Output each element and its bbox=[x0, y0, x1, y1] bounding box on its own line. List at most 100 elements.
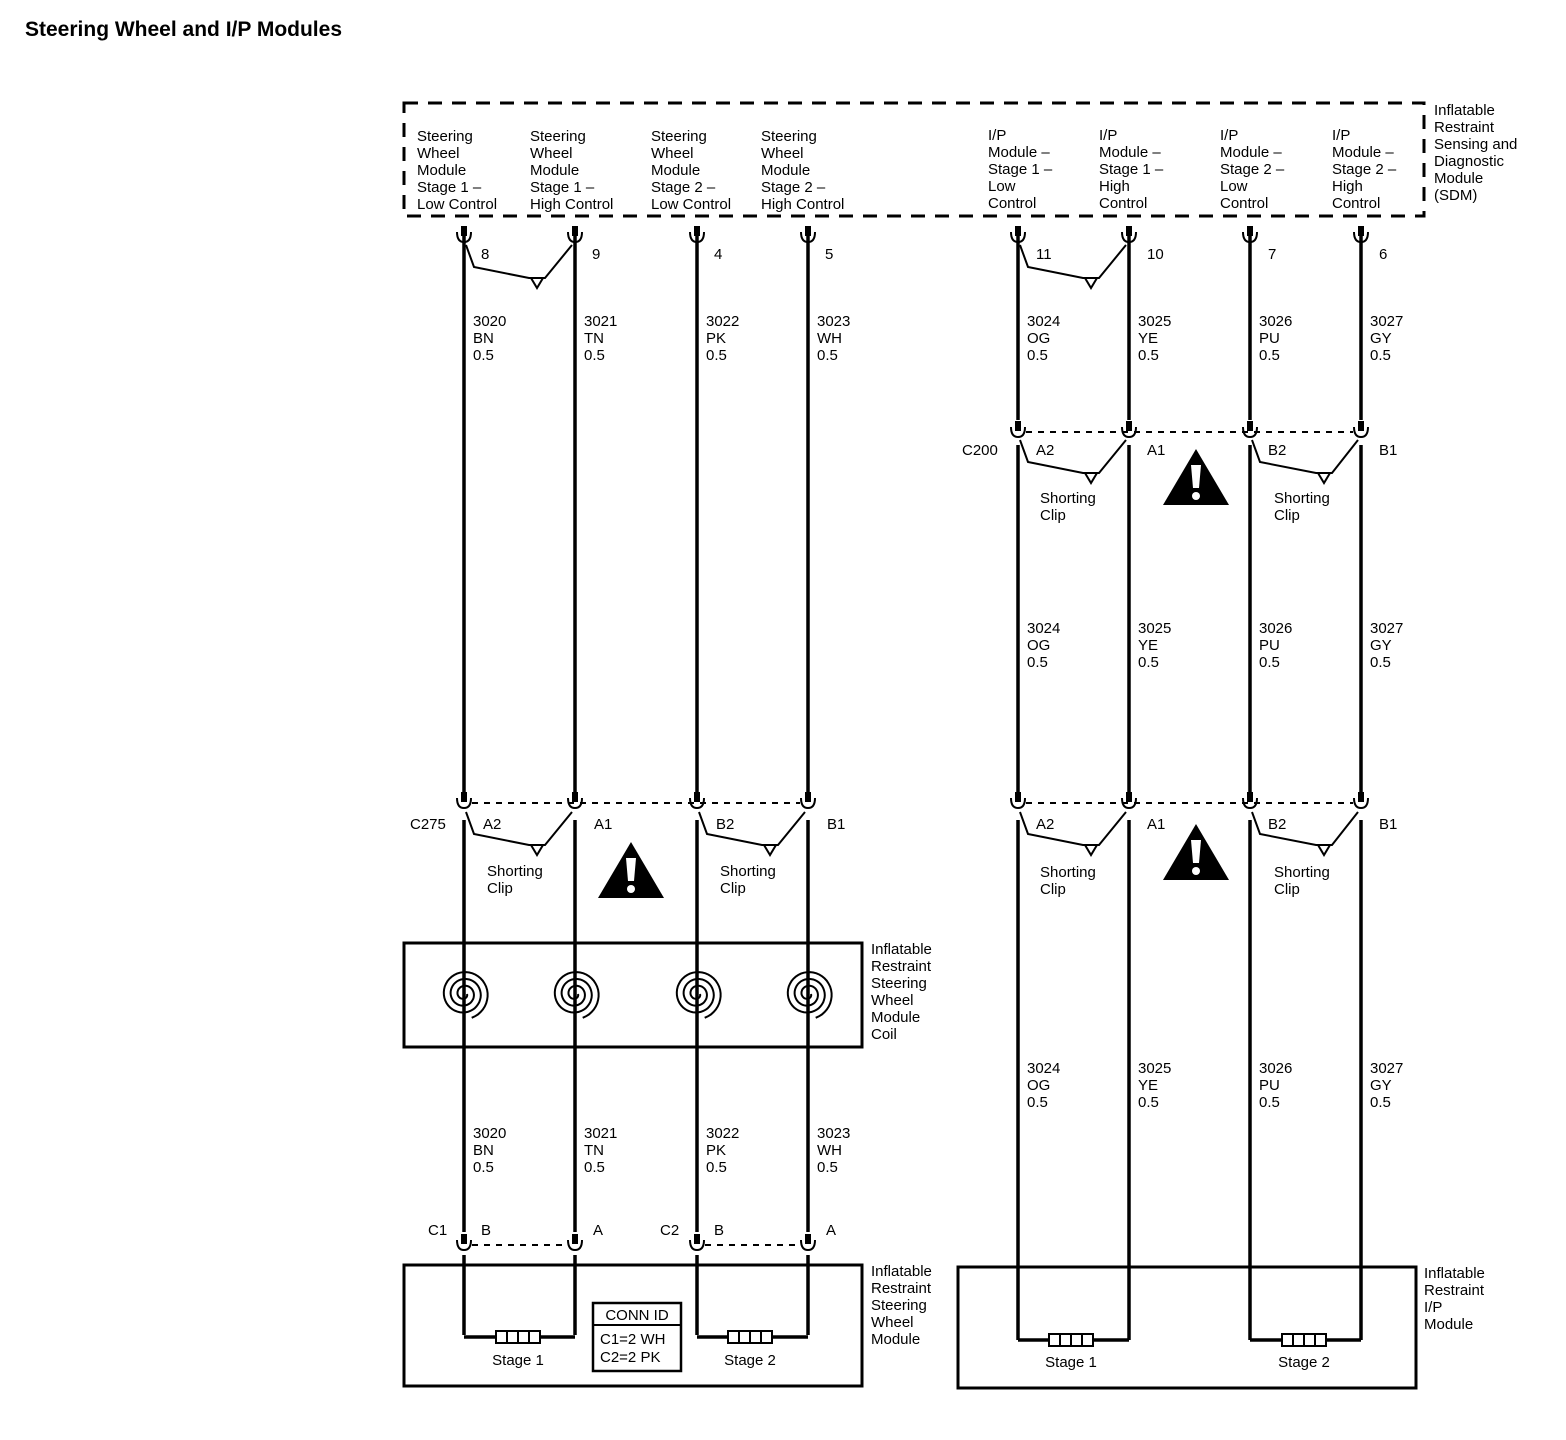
sdm-terminal bbox=[456, 231, 472, 244]
sdm-circuit-label: Module bbox=[651, 162, 700, 179]
sdm-terminal-pin bbox=[461, 226, 467, 236]
wire-label-ip-2-gauge: 0.5 bbox=[1027, 654, 1048, 671]
sw-stage1-label: Stage 1 bbox=[492, 1352, 544, 1369]
sw-module-label: Restraint bbox=[871, 1280, 932, 1297]
sdm-label: Sensing and bbox=[1434, 136, 1517, 153]
wire-label-upper-gauge: 0.5 bbox=[584, 347, 605, 364]
conn-id-c2: C2=2 PK bbox=[600, 1349, 660, 1366]
sdm-label: (SDM) bbox=[1434, 187, 1477, 204]
sdm-pin-number: 4 bbox=[714, 246, 722, 263]
c200-shorting-clip-b bbox=[1251, 439, 1359, 474]
sw-module-label: Module bbox=[871, 1331, 920, 1348]
sdm-terminal bbox=[800, 231, 816, 244]
wire-label-ip-1-circuit: 3027 bbox=[1370, 313, 1403, 330]
sdm-circuit-label: Low Control bbox=[651, 196, 731, 213]
sdm-circuit-label: Wheel bbox=[761, 145, 804, 162]
sdm-circuit-label: Module bbox=[761, 162, 810, 179]
ip-connector-pin-label: A2 bbox=[1036, 816, 1054, 833]
sdm-circuit-label: Stage 2 – bbox=[1220, 161, 1285, 178]
wire-label-ip-2-gauge: 0.5 bbox=[1370, 654, 1391, 671]
sw-module-terminal-pin bbox=[461, 1234, 467, 1244]
wire-label-ip-3-gauge: 0.5 bbox=[1370, 1094, 1391, 1111]
shorting-clip-label: Shorting bbox=[1040, 864, 1096, 881]
sdm-circuit-label: Module – bbox=[1332, 144, 1394, 161]
c2-pin-label: A bbox=[826, 1222, 836, 1239]
sdm-label: Module bbox=[1434, 170, 1483, 187]
sdm-circuit-label: Low bbox=[1220, 178, 1248, 195]
c200-pin-label: A1 bbox=[1147, 442, 1165, 459]
sdm-pin-number: 11 bbox=[1036, 246, 1052, 263]
sdm-circuit-label: Wheel bbox=[651, 145, 694, 162]
wire-label-ip-2-color: PU bbox=[1259, 637, 1280, 654]
c275-terminal bbox=[567, 797, 583, 810]
ip-shorting-clip-b bbox=[1251, 811, 1359, 846]
c200-pin-label: A2 bbox=[1036, 442, 1054, 459]
sdm-terminal-pin bbox=[1247, 226, 1253, 236]
wire-label-ip-1-circuit: 3024 bbox=[1027, 313, 1060, 330]
sw-module-terminal-pin bbox=[805, 1234, 811, 1244]
c200-pin-label: B1 bbox=[1379, 442, 1397, 459]
wire-label-lower-gauge: 0.5 bbox=[706, 1159, 727, 1176]
sdm-terminal-pin bbox=[1015, 226, 1021, 236]
wire-label-lower-circuit: 3023 bbox=[817, 1125, 850, 1142]
sw-module-label: Wheel bbox=[871, 1314, 914, 1331]
sdm-circuit-label: Control bbox=[1220, 195, 1268, 212]
sdm-circuit-label: Stage 1 – bbox=[530, 179, 595, 196]
sdm-terminal-pin bbox=[805, 226, 811, 236]
warning-icon-bang bbox=[1191, 840, 1201, 863]
sdm-circuit-label: Module – bbox=[1220, 144, 1282, 161]
sdm-circuit-label: High bbox=[1332, 178, 1363, 195]
ip-connector-pin-label: B2 bbox=[1268, 816, 1286, 833]
sdm-circuit-label: High Control bbox=[761, 196, 844, 213]
sdm-circuit-label: Module bbox=[530, 162, 579, 179]
wire-label-ip-3-circuit: 3026 bbox=[1259, 1060, 1292, 1077]
sdm-terminal-pin bbox=[1126, 226, 1132, 236]
sdm-terminal bbox=[1010, 231, 1026, 244]
wire-label-lower-color: TN bbox=[584, 1142, 604, 1159]
ip-connector-terminal bbox=[1010, 797, 1026, 810]
wire-label-lower-circuit: 3022 bbox=[706, 1125, 739, 1142]
c200-terminal-pin bbox=[1015, 421, 1021, 431]
ip-connector-terminal-pin bbox=[1247, 792, 1253, 802]
sdm-circuit-label: Control bbox=[1099, 195, 1147, 212]
wire-label-lower-circuit: 3020 bbox=[473, 1125, 506, 1142]
coil-spiral-icon bbox=[553, 971, 600, 1019]
sdm-circuit-label: Stage 2 – bbox=[651, 179, 716, 196]
ip-shorting-clip-a bbox=[1019, 811, 1127, 846]
coil-box bbox=[402, 941, 864, 1049]
ip-connector-terminal bbox=[1242, 797, 1258, 810]
c275-shorting-clip-b bbox=[698, 811, 806, 846]
sdm-circuit-label: I/P bbox=[1220, 127, 1238, 144]
wire-label-upper-circuit: 3021 bbox=[584, 313, 617, 330]
wire-label-ip-2-color: YE bbox=[1138, 637, 1158, 654]
sdm-terminal bbox=[567, 231, 583, 244]
c275-pin-label: B1 bbox=[827, 816, 845, 833]
c1-pin-label: A bbox=[593, 1222, 603, 1239]
warning-icon-dot bbox=[1192, 492, 1200, 500]
wire-label-ip-2-gauge: 0.5 bbox=[1259, 654, 1280, 671]
ip-module-label: Module bbox=[1424, 1316, 1473, 1333]
sdm-pin-number: 7 bbox=[1268, 246, 1276, 263]
coil-label: Wheel bbox=[871, 992, 914, 1009]
wire-label-ip-3-circuit: 3027 bbox=[1370, 1060, 1403, 1077]
wire-label-lower-color: BN bbox=[473, 1142, 494, 1159]
sdm-terminal-pin bbox=[1358, 226, 1364, 236]
sdm-shorting-bar-ip-contact bbox=[1083, 277, 1099, 290]
wire-label-ip-1-color: YE bbox=[1138, 330, 1158, 347]
sdm-shorting-bar bbox=[465, 244, 573, 279]
coil-label: Inflatable bbox=[871, 941, 932, 958]
coil-label: Restraint bbox=[871, 958, 932, 975]
wire-label-ip-1-circuit: 3026 bbox=[1259, 313, 1292, 330]
wire-label-upper-color: PK bbox=[706, 330, 726, 347]
sw-module-terminal-pin bbox=[572, 1234, 578, 1244]
sdm-circuit-label: Stage 2 – bbox=[761, 179, 826, 196]
wire-label-lower-gauge: 0.5 bbox=[473, 1159, 494, 1176]
coil-spiral-icon bbox=[442, 971, 489, 1019]
c200-terminal-pin bbox=[1126, 421, 1132, 431]
c275-shorting-clip-contact bbox=[529, 844, 545, 857]
sdm-circuit-label: I/P bbox=[1332, 127, 1350, 144]
wire-label-ip-1-gauge: 0.5 bbox=[1027, 347, 1048, 364]
wire-label-upper-color: TN bbox=[584, 330, 604, 347]
sdm-circuit-label: I/P bbox=[988, 127, 1006, 144]
